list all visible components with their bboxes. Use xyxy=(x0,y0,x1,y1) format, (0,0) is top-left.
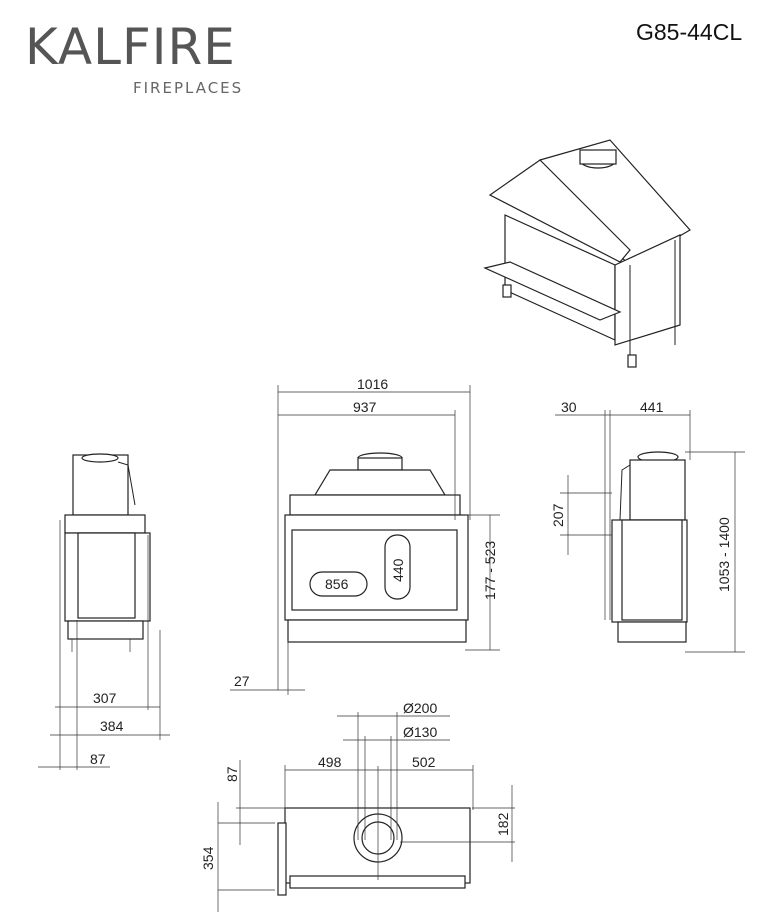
dim-depth: 441 xyxy=(640,399,664,415)
dim-left-384: 384 xyxy=(100,718,124,734)
brand-logo: KALFIRE xyxy=(25,18,236,76)
model-number: G85-44CL xyxy=(636,19,743,45)
dim-inner-width: 937 xyxy=(353,399,377,415)
dim-flue-offset: 207 xyxy=(550,503,566,527)
dim-overall-width: 1016 xyxy=(357,376,388,392)
dim-glass-width: 856 xyxy=(325,576,349,592)
side-view-right xyxy=(555,410,745,653)
dim-top-right: 502 xyxy=(412,754,436,770)
dim-depth-offset: 30 xyxy=(561,399,577,415)
dim-left-87: 87 xyxy=(90,751,106,767)
dim-front-offset: 27 xyxy=(234,673,250,689)
dim-top-front-offset: 87 xyxy=(224,766,240,782)
dim-total-height: 1053 - 1400 xyxy=(716,517,732,592)
dim-top-depth: 354 xyxy=(200,846,216,870)
dim-top-left: 498 xyxy=(318,754,342,770)
dim-flue-center-depth: 182 xyxy=(495,812,511,836)
side-view-left xyxy=(38,453,170,770)
top-view xyxy=(217,712,515,912)
dim-left-307: 307 xyxy=(93,690,117,706)
dim-height-range: 177 - 523 xyxy=(482,541,498,600)
dim-glass-height: 440 xyxy=(390,558,406,582)
isometric-view xyxy=(483,139,691,368)
brand-tagline: FIREPLACES xyxy=(133,79,244,97)
dim-flue-inner: Ø130 xyxy=(403,724,437,740)
dim-flue-outer: Ø200 xyxy=(403,700,437,716)
front-view xyxy=(230,385,500,695)
